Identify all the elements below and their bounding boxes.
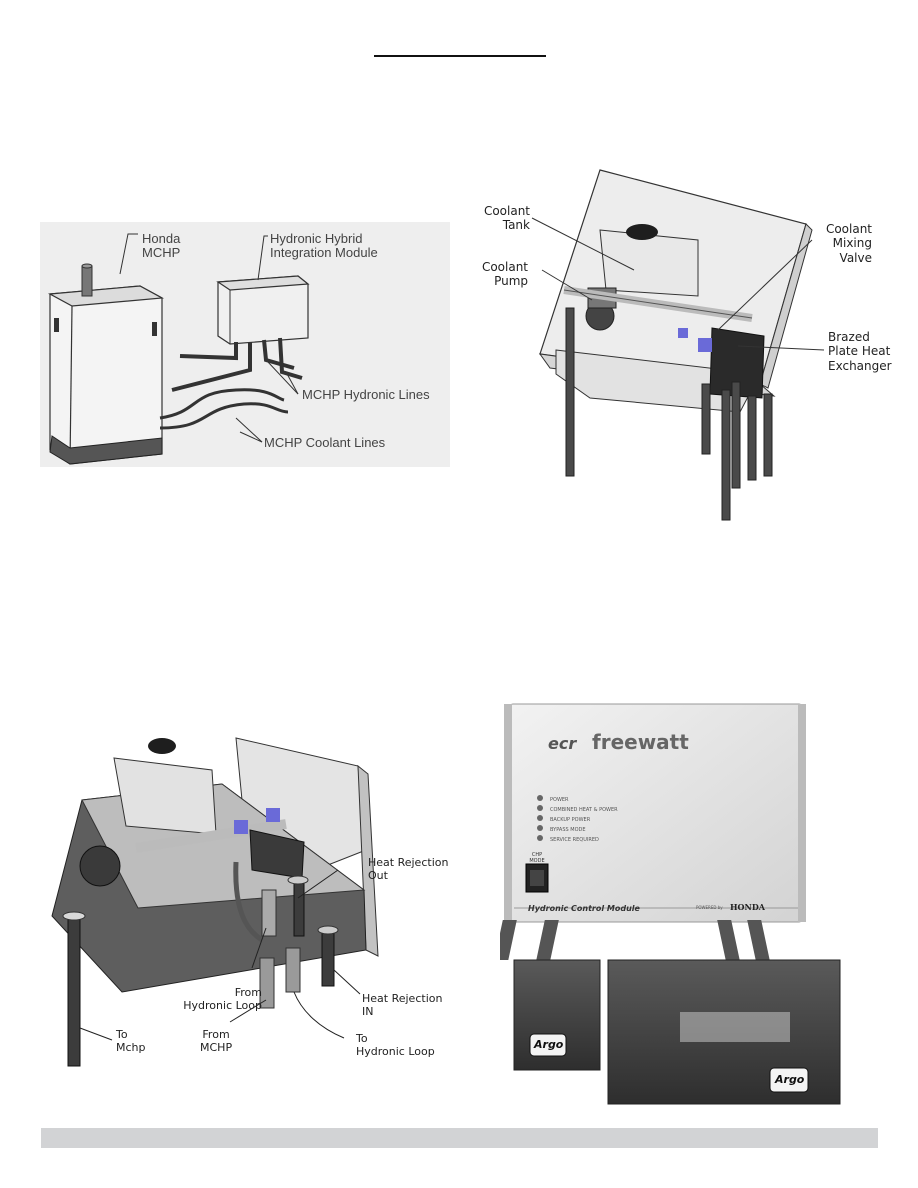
indicator-label: POWER bbox=[550, 797, 569, 803]
label-honda-mchp: Honda MCHP bbox=[142, 231, 181, 260]
title-underline bbox=[374, 55, 546, 57]
figure-connections: Heat Rejection Out From Hydronic Loop He… bbox=[40, 730, 460, 1075]
argo-badge-left: Argo bbox=[534, 1038, 564, 1051]
indicator-label: COMBINED HEAT & POWER bbox=[550, 807, 618, 813]
label-coolant-pump: Coolant Pump bbox=[481, 260, 528, 289]
connections-drawing bbox=[51, 737, 379, 1067]
label-heat-rejection-out: Heat Rejection Out bbox=[368, 856, 449, 883]
mchp-system-drawing bbox=[47, 233, 310, 465]
honda-logo-text: HONDA bbox=[730, 902, 765, 912]
label-integration-module: Hydronic Hybrid Integration Module bbox=[270, 231, 378, 260]
indicator-label: SERVICE REQUIRED bbox=[550, 837, 599, 843]
label-mchp-hydronic-lines: MCHP Hydronic Lines bbox=[302, 387, 430, 402]
brand-freewatt: freewatt bbox=[592, 730, 689, 754]
label-from-hydronic-loop: From Hydronic Loop bbox=[183, 986, 262, 1013]
label-mchp-coolant-lines: MCHP Coolant Lines bbox=[264, 435, 386, 450]
label-to-mchp: To Mchp bbox=[116, 1028, 146, 1055]
brand-ecr: ecr bbox=[548, 734, 577, 753]
label-coolant-tank: Coolant Tank bbox=[483, 204, 530, 233]
control-module-drawing bbox=[494, 703, 841, 1105]
powered-by-label: POWERED by bbox=[696, 905, 723, 910]
module-internals-drawing bbox=[531, 169, 825, 521]
chp-mode-switch-label: CHP MODE bbox=[529, 852, 545, 864]
label-to-hydronic-loop: To Hydronic Loop bbox=[356, 1032, 435, 1059]
label-from-mchp: From MCHP bbox=[200, 1028, 233, 1055]
indicator-label: BACKUP POWER bbox=[550, 817, 591, 823]
figure-module-internals: Coolant Tank Coolant Pump Coolant Mixing… bbox=[472, 160, 892, 530]
label-brazed-plate-heat-exchanger: Brazed Plate Heat Exchanger bbox=[828, 330, 892, 373]
indicator-list: POWER COMBINED HEAT & POWER BACKUP POWER… bbox=[550, 795, 618, 845]
label-heat-rejection-in: Heat Rejection IN bbox=[362, 992, 443, 1019]
indicator-label: BYPASS MODE bbox=[550, 827, 586, 833]
module-name-label: Hydronic Control Module bbox=[528, 904, 640, 913]
figure-mchp-system: Honda MCHP Hydronic Hybrid Integration M… bbox=[40, 222, 450, 467]
argo-badge-right: Argo bbox=[775, 1073, 805, 1086]
label-coolant-mixing-valve: Coolant Mixing Valve bbox=[825, 222, 872, 265]
figure-hydronic-control-module: ecr freewatt POWER COMBINED HEAT & POWER… bbox=[494, 698, 846, 1108]
footer-bar bbox=[41, 1128, 878, 1148]
